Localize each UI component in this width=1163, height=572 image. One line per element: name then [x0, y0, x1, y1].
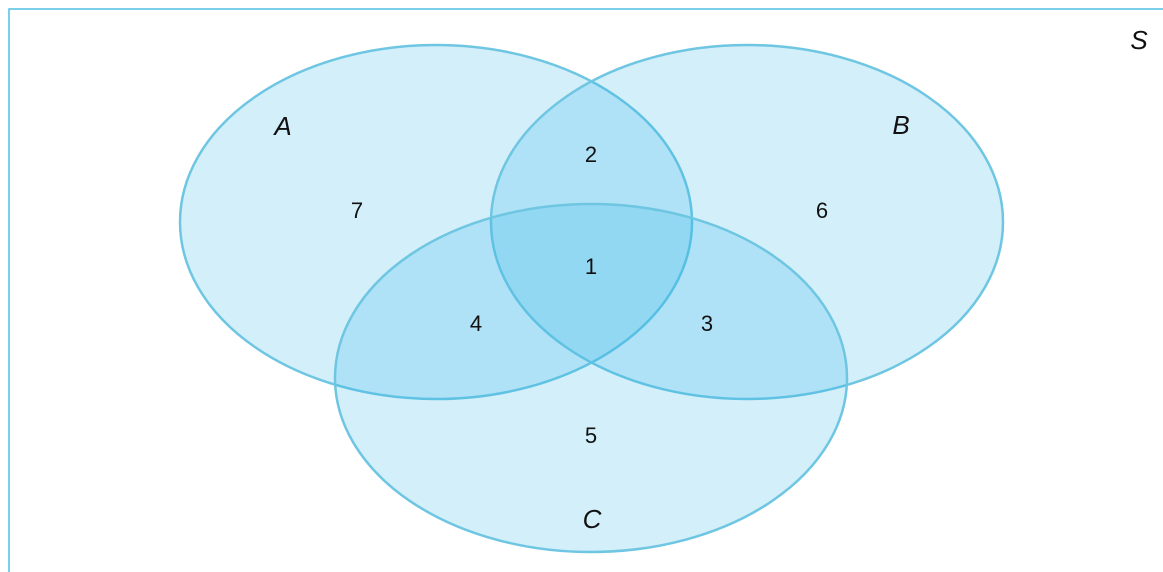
region-c-only: 5	[585, 423, 597, 448]
region-a-b-only: 2	[585, 142, 597, 167]
set-c-circle	[333, 202, 849, 554]
region-b-only: 6	[816, 198, 828, 223]
set-a-circle	[178, 43, 694, 401]
set-a-label: A	[272, 111, 291, 141]
set-c-label: C	[583, 504, 602, 534]
region-a-b-c: 1	[585, 254, 597, 279]
set-b-label: B	[892, 110, 909, 140]
set-b-circle	[489, 43, 1005, 401]
region-a-c-only: 4	[470, 311, 482, 336]
universe-label: S	[1130, 25, 1148, 55]
region-b-c-only: 3	[701, 311, 713, 336]
universe-frame	[8, 8, 1163, 572]
region-a-only: 7	[351, 198, 363, 223]
